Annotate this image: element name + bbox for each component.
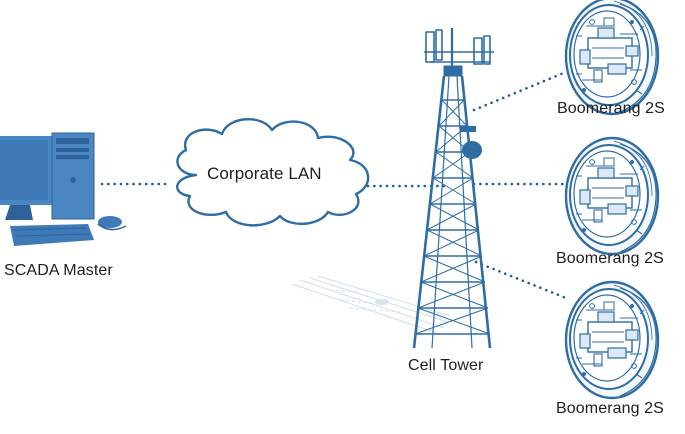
link-tower-meter-3	[474, 260, 568, 300]
corporate-lan-label: Corporate LAN	[207, 164, 322, 183]
meter-label-2: Boomerang 2S	[556, 250, 664, 267]
link-tower-meter-1	[472, 70, 568, 112]
meter-device-icon-2	[564, 136, 660, 256]
cell-tower-label: Cell Tower	[408, 357, 484, 374]
tower-shadow	[291, 275, 451, 335]
scada-master-label: SCADA Master	[4, 262, 113, 279]
meter-device-icon-3	[564, 280, 660, 400]
desktop-computer-icon	[0, 132, 127, 246]
connection-links	[100, 70, 568, 300]
cell-tower-icon	[412, 28, 494, 349]
meter-label-3: Boomerang 2S	[556, 400, 664, 417]
cloud-icon	[176, 117, 370, 227]
meter-label-1: Boomerang 2S	[557, 100, 665, 117]
meter-device-icon-1	[564, 0, 660, 116]
